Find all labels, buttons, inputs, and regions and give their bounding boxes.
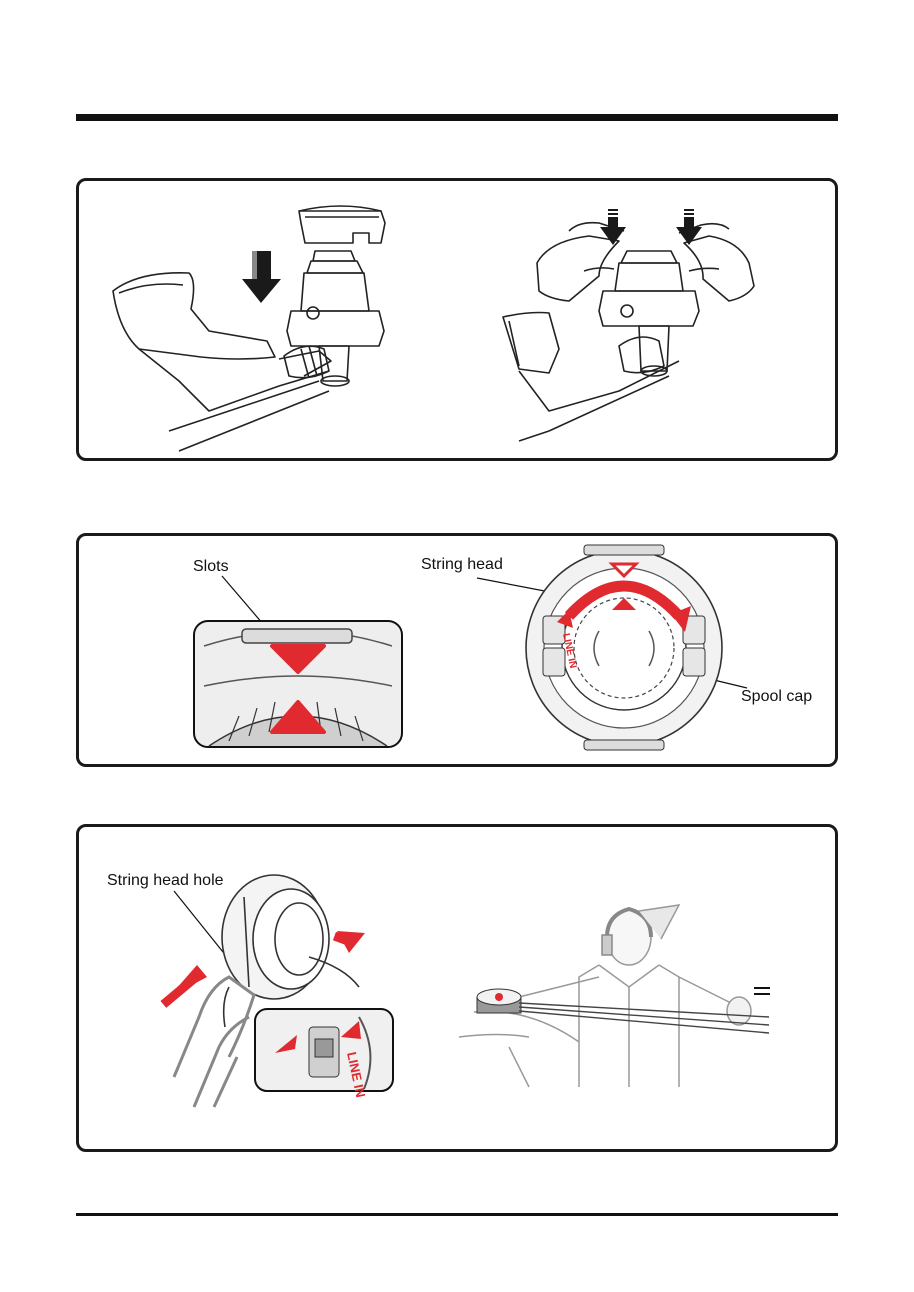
head-body-left — [287, 311, 384, 346]
string-head-hole-label: String head hole — [107, 872, 224, 890]
string-head-diagram: LINE IN — [526, 545, 722, 750]
spool-cap-label: Spool cap — [741, 688, 812, 706]
cap-left — [299, 211, 385, 243]
header-rule — [76, 114, 838, 121]
down-arrow-icon — [242, 251, 281, 303]
equal-length-icon — [754, 987, 770, 995]
slots-label: Slots — [193, 558, 229, 576]
string-head-label: String head — [421, 556, 503, 574]
line-in-closeup: LINE IN — [255, 1009, 393, 1099]
figure-thread-line: LINE IN — [76, 824, 838, 1152]
spool-with-line — [477, 989, 769, 1033]
figure-align-slots: LINE IN Slots String head Spool cap — [76, 533, 838, 767]
slots-closeup — [194, 621, 402, 747]
install-spool-illustration — [79, 181, 835, 458]
head-body-right — [599, 291, 699, 326]
figure-install-spool — [76, 178, 838, 461]
string-head-hole-leader-line — [174, 891, 227, 957]
footer-rule — [76, 1213, 838, 1216]
press-arrows-icon — [600, 209, 702, 245]
